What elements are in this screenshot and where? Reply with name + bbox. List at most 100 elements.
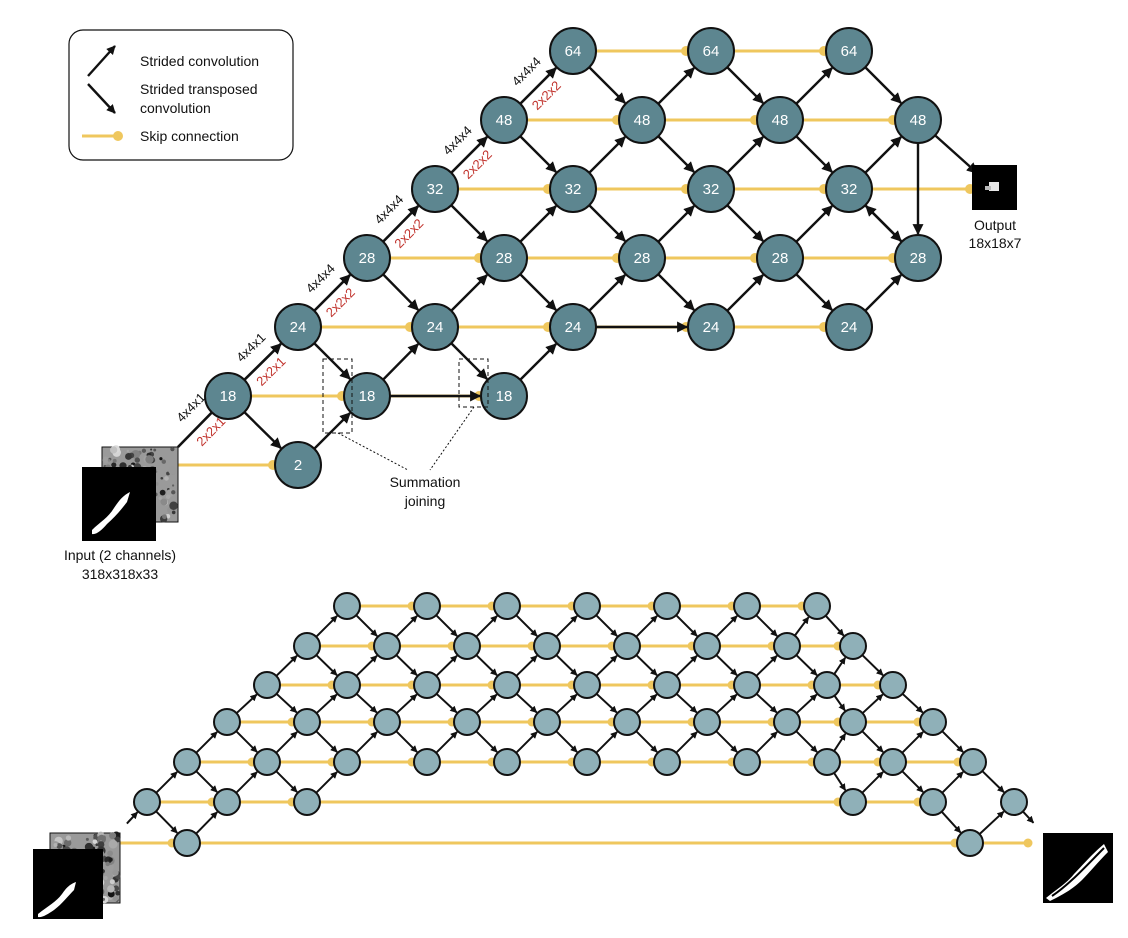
conv-arrow bbox=[715, 654, 738, 676]
bottom-node bbox=[453, 708, 481, 736]
bottom-node bbox=[373, 708, 401, 736]
conv-arrow bbox=[595, 731, 618, 754]
node-e24: 24 bbox=[274, 303, 322, 351]
node-label: 28 bbox=[772, 250, 789, 267]
legend-tconv-label-1: Strided transposed bbox=[140, 81, 258, 97]
conv-arrow bbox=[657, 135, 695, 173]
node-label: 24 bbox=[290, 319, 307, 336]
legend-box bbox=[68, 29, 294, 161]
conv-arrow bbox=[675, 655, 698, 677]
output-blob-2 bbox=[985, 186, 991, 190]
conv-arrow bbox=[515, 693, 538, 714]
conv-arrow bbox=[475, 654, 498, 676]
conv-arrow bbox=[635, 693, 658, 714]
texture-dot bbox=[171, 490, 176, 495]
bottom-node bbox=[919, 788, 947, 816]
node-circle bbox=[894, 96, 942, 144]
bottom-node bbox=[253, 671, 281, 699]
output-image bbox=[972, 165, 1017, 210]
texture-dot bbox=[160, 498, 168, 506]
conv-arrow bbox=[313, 412, 351, 450]
bottom-node bbox=[653, 592, 681, 620]
conv-arrow bbox=[595, 693, 618, 714]
summation-label-1: Summation bbox=[390, 474, 461, 490]
texture-dot bbox=[107, 459, 111, 462]
bottom-nodes bbox=[133, 592, 1028, 857]
conv-arrow bbox=[865, 205, 903, 243]
node-circle bbox=[825, 303, 873, 351]
conv-arrow bbox=[195, 811, 218, 835]
texture-dot bbox=[53, 842, 58, 847]
texture-dot bbox=[103, 876, 108, 880]
texture-dot bbox=[95, 843, 99, 847]
skip-dot bbox=[1023, 838, 1033, 848]
texture-dot bbox=[113, 895, 119, 902]
conv-arrow bbox=[795, 654, 818, 676]
texture-dot bbox=[160, 476, 164, 480]
conv-arrow bbox=[435, 655, 458, 677]
legend: Strided convolution Strided transposed c… bbox=[68, 29, 294, 161]
conv-arrow bbox=[588, 204, 626, 242]
conv-arrow bbox=[555, 693, 578, 714]
conv-arrow bbox=[313, 342, 351, 380]
texture-dot bbox=[113, 885, 120, 892]
bottom-node bbox=[333, 592, 361, 620]
conv-arrow bbox=[519, 343, 557, 381]
bottom-node bbox=[173, 748, 201, 776]
bottom-output-image bbox=[1043, 833, 1113, 903]
conv-arrow bbox=[355, 655, 378, 677]
conv-arrow bbox=[726, 204, 764, 242]
conv-arrow bbox=[155, 771, 178, 794]
summation-label-2: joining bbox=[404, 493, 445, 509]
node-e48: 48 bbox=[480, 96, 528, 144]
bottom-node bbox=[733, 748, 761, 776]
texture-dot bbox=[158, 496, 162, 500]
encoder-stride-label: 2x2x2 bbox=[460, 147, 495, 182]
texture-dot bbox=[134, 457, 141, 463]
bottom-node bbox=[693, 708, 721, 736]
output-label-2: 18x18x7 bbox=[969, 235, 1022, 251]
texture-dot bbox=[164, 476, 169, 481]
node-label: 18 bbox=[359, 388, 376, 405]
conv-arrow bbox=[435, 731, 458, 754]
node-b64: 64 bbox=[687, 27, 735, 75]
legend-tconv-arrow-icon bbox=[87, 83, 116, 114]
conv-arrow bbox=[515, 731, 538, 754]
node-circle bbox=[756, 96, 804, 144]
node-label: 28 bbox=[910, 250, 927, 267]
texture-dot bbox=[171, 510, 176, 515]
texture-dot bbox=[102, 456, 110, 464]
conv-arrow bbox=[435, 614, 458, 637]
texture-dot bbox=[125, 453, 132, 460]
node-label: 2 bbox=[294, 457, 302, 474]
conv-arrow bbox=[126, 811, 139, 825]
conv-arrow bbox=[195, 770, 218, 793]
node-circle bbox=[618, 234, 666, 282]
texture-dot bbox=[115, 890, 121, 896]
node-c28: 28 bbox=[756, 234, 804, 282]
bottom-node bbox=[773, 708, 801, 736]
output-blob bbox=[989, 182, 999, 191]
node-d24: 24 bbox=[825, 303, 873, 351]
legend-conv-label: Strided convolution bbox=[140, 53, 259, 69]
node-label: 18 bbox=[220, 388, 237, 405]
input-label-1: Input (2 channels) bbox=[64, 547, 176, 563]
summation-box-1 bbox=[322, 358, 353, 434]
bottom-node bbox=[573, 592, 601, 620]
top-skip-connections bbox=[178, 46, 975, 470]
conv-arrow bbox=[450, 274, 488, 312]
conv-arrow bbox=[395, 654, 418, 676]
conv-arrow bbox=[940, 810, 962, 834]
conv-arrow bbox=[795, 730, 818, 753]
bottom-node bbox=[733, 592, 761, 620]
bottom-output-mask-line bbox=[1051, 847, 1105, 897]
node-circle bbox=[894, 234, 942, 282]
texture-dot bbox=[105, 861, 110, 867]
texture-dot bbox=[114, 836, 121, 843]
summation-pointer-1 bbox=[337, 432, 409, 471]
texture-dot bbox=[108, 839, 118, 849]
conv-arrow bbox=[675, 693, 698, 714]
encoder-stride-label: 2x2x2 bbox=[323, 285, 358, 320]
texture-dot bbox=[141, 448, 147, 453]
